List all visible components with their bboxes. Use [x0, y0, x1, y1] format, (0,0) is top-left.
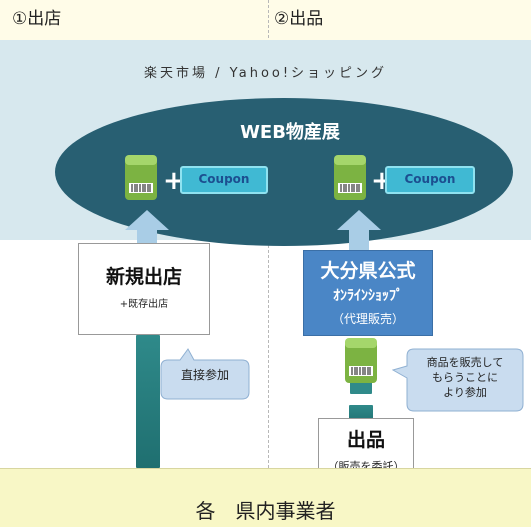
- coupon-badge: Coupon: [180, 166, 268, 194]
- oita-official-shop-box: 大分県公式 ｵﾝﾗｲﾝｼｮｯﾌﾟ （代理販売）: [303, 250, 433, 336]
- platform-title: 楽天市場 / Yahoo!ショッピング: [143, 66, 388, 81]
- product-icon: [125, 155, 157, 200]
- direct-callout-bubble: [160, 348, 250, 400]
- coupon-badge: Coupon: [385, 166, 475, 194]
- prefecture-businesses-band: 各 県内事業者: [0, 468, 531, 527]
- consign-callout-bubble: [392, 348, 524, 412]
- step-2-label: ②出品: [274, 9, 324, 29]
- oita-shop-note: （代理販売）: [331, 312, 404, 326]
- participation-bar: [136, 335, 160, 468]
- consignment-title: 出品: [346, 429, 385, 451]
- up-arrow: [337, 210, 381, 250]
- oita-shop-title: 大分県公式: [320, 260, 416, 282]
- product-icon: [345, 338, 377, 383]
- product-icon: [334, 155, 366, 200]
- new-store-subtitle: +既存出店: [119, 299, 169, 310]
- step-1-label: ①出店: [12, 9, 62, 29]
- up-arrow: [125, 210, 169, 250]
- web-fair-title: WEB物産展: [240, 122, 340, 143]
- oita-shop-subtitle: ｵﾝﾗｲﾝｼｮｯﾌﾟ: [333, 288, 403, 304]
- consign-callout-text: 商品を販売して もらうことに より参加: [426, 356, 504, 399]
- header-band: [0, 0, 531, 40]
- new-store-title: 新規出店: [105, 266, 182, 288]
- prefecture-businesses-label: 各 県内事業者: [195, 499, 336, 523]
- participation-bar: [350, 382, 372, 394]
- direct-callout-text: 直接参加: [180, 368, 229, 382]
- new-store-box: 新規出店 +既存出店: [78, 243, 210, 335]
- plus-sign: +: [163, 166, 185, 196]
